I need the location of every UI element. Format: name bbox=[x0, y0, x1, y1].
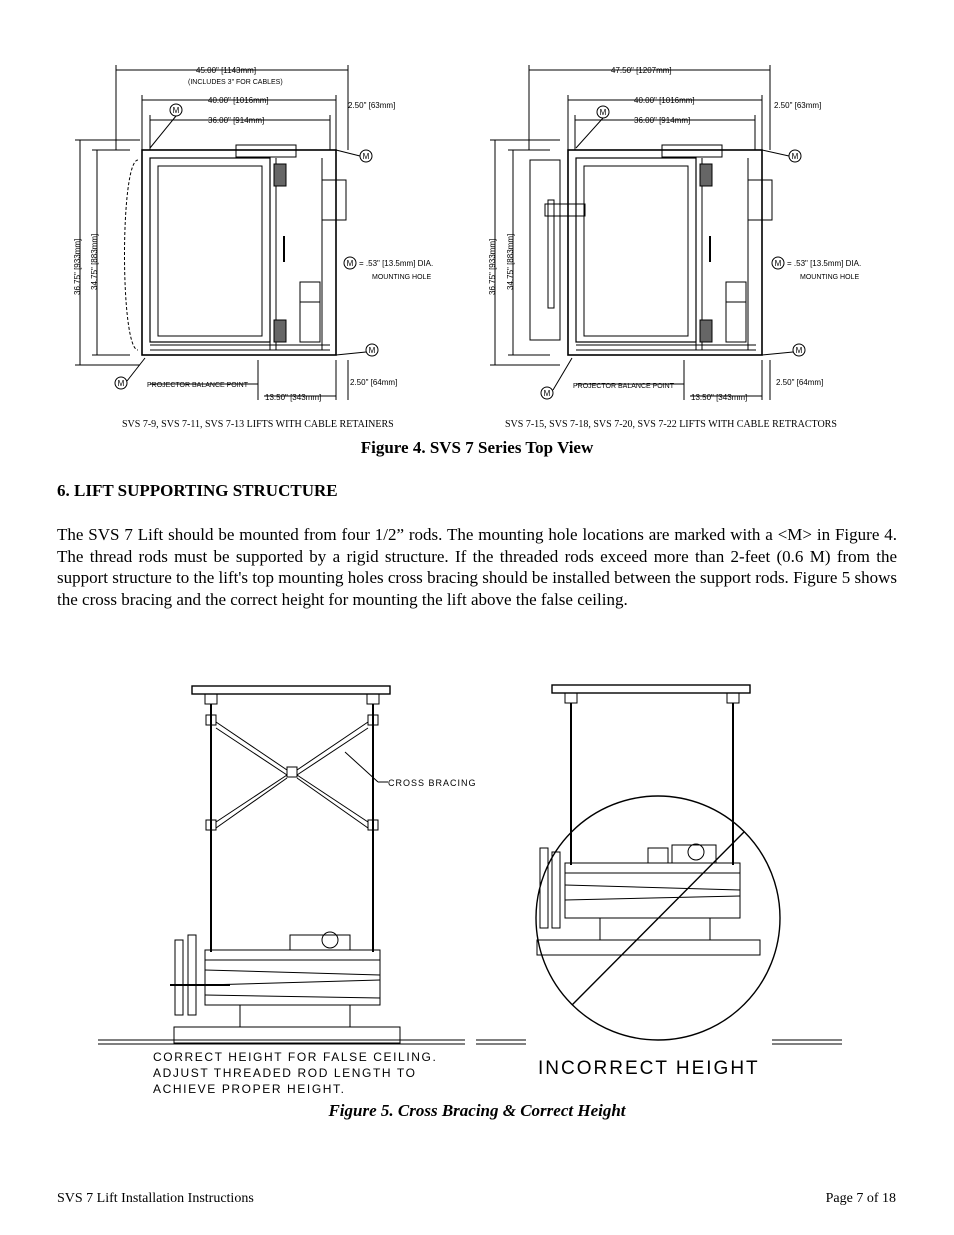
right-dim-250-top: 2.50" [63mm] bbox=[774, 101, 821, 110]
left-balance-point: PROJECTOR BALANCE POINT bbox=[147, 382, 249, 389]
m-marker: M bbox=[792, 152, 799, 161]
right-dim-1350: 13.50" [343mm] bbox=[691, 393, 747, 402]
correct-height-drawing bbox=[98, 685, 465, 1045]
incorrect-height-label: INCORRECT HEIGHT bbox=[538, 1058, 760, 1079]
figure-5-title: Figure 5. Cross Bracing & Correct Height bbox=[328, 1101, 626, 1120]
footer-page-number: Page 7 of 18 bbox=[825, 1191, 896, 1206]
m-marker: M bbox=[363, 152, 370, 161]
cross-bracing-label: CROSS BRACING bbox=[388, 778, 477, 788]
footer-document-title: SVS 7 Lift Installation Instructions bbox=[57, 1191, 254, 1206]
m-marker: M bbox=[118, 379, 125, 388]
left-top-view bbox=[75, 65, 379, 400]
incorrect-height-drawing bbox=[476, 684, 842, 1045]
left-figure-caption: SVS 7-9, SVS 7-11, SVS 7-13 LIFTS WITH C… bbox=[122, 419, 394, 430]
section-heading: 6. LIFT SUPPORTING STRUCTURE bbox=[57, 481, 338, 500]
m-marker: M bbox=[369, 346, 376, 355]
figure-5-drawing: CROSS BRACING CORRECT HEIGHT FOR FALSE C… bbox=[98, 684, 842, 1096]
section-paragraph: The SVS 7 Lift should be mounted from fo… bbox=[57, 525, 897, 609]
m-marker: M bbox=[173, 106, 180, 115]
right-dim-250-bottom: 2.50" [64mm] bbox=[776, 378, 823, 387]
left-dim-40: 40.00" [1016mm] bbox=[208, 96, 269, 105]
right-mount-legend: = .53" [13.5mm] DIA. bbox=[787, 259, 861, 268]
left-dim-36: 36.00" [914mm] bbox=[208, 116, 264, 125]
right-mount-legend-2: MOUNTING HOLE bbox=[800, 274, 859, 281]
left-mount-legend: = .53" [13.5mm] DIA. bbox=[359, 259, 433, 268]
correct-height-line-1: CORRECT HEIGHT FOR FALSE CEILING. bbox=[153, 1050, 437, 1064]
right-figure-caption: SVS 7-15, SVS 7-18, SVS 7-20, SVS 7-22 L… bbox=[505, 419, 837, 430]
figure-4-drawing: 45.00" [1143mm] (INCLUDES 3" FOR CABLES)… bbox=[73, 65, 861, 402]
left-dim-3675: 36.75" [933mm] bbox=[73, 239, 82, 295]
right-dim-3675: 36.75" [933mm] bbox=[488, 239, 497, 295]
m-marker: M bbox=[775, 259, 782, 268]
correct-height-line-2: ADJUST THREADED ROD LENGTH TO bbox=[153, 1066, 417, 1080]
left-dim-1350: 13.50" [343mm] bbox=[265, 393, 321, 402]
right-dim-overall: 47.50" [1207mm] bbox=[611, 66, 672, 75]
left-dim-overall-note: (INCLUDES 3" FOR CABLES) bbox=[188, 79, 283, 86]
right-balance-point: PROJECTOR BALANCE POINT bbox=[573, 383, 675, 390]
right-dim-40: 40.00" [1016mm] bbox=[634, 96, 695, 105]
right-top-view bbox=[490, 65, 806, 400]
m-marker: M bbox=[796, 346, 803, 355]
correct-height-line-3: ACHIEVE PROPER HEIGHT. bbox=[153, 1082, 346, 1096]
left-dim-3475: 34.75" [883mm] bbox=[90, 234, 99, 290]
right-dim-36: 36.00" [914mm] bbox=[634, 116, 690, 125]
figure-4-title: Figure 4. SVS 7 Series Top View bbox=[360, 438, 594, 457]
m-marker: M bbox=[600, 108, 607, 117]
left-dim-250-bottom: 2.50" [64mm] bbox=[350, 378, 397, 387]
right-dim-3475: 34.75" [883mm] bbox=[506, 234, 515, 290]
m-marker: M bbox=[544, 389, 551, 398]
left-dim-250-top: 2.50" [63mm] bbox=[348, 101, 395, 110]
left-mount-legend-2: MOUNTING HOLE bbox=[372, 274, 431, 281]
m-marker: M bbox=[347, 259, 354, 268]
left-dim-overall: 45.00" [1143mm] bbox=[196, 66, 256, 75]
